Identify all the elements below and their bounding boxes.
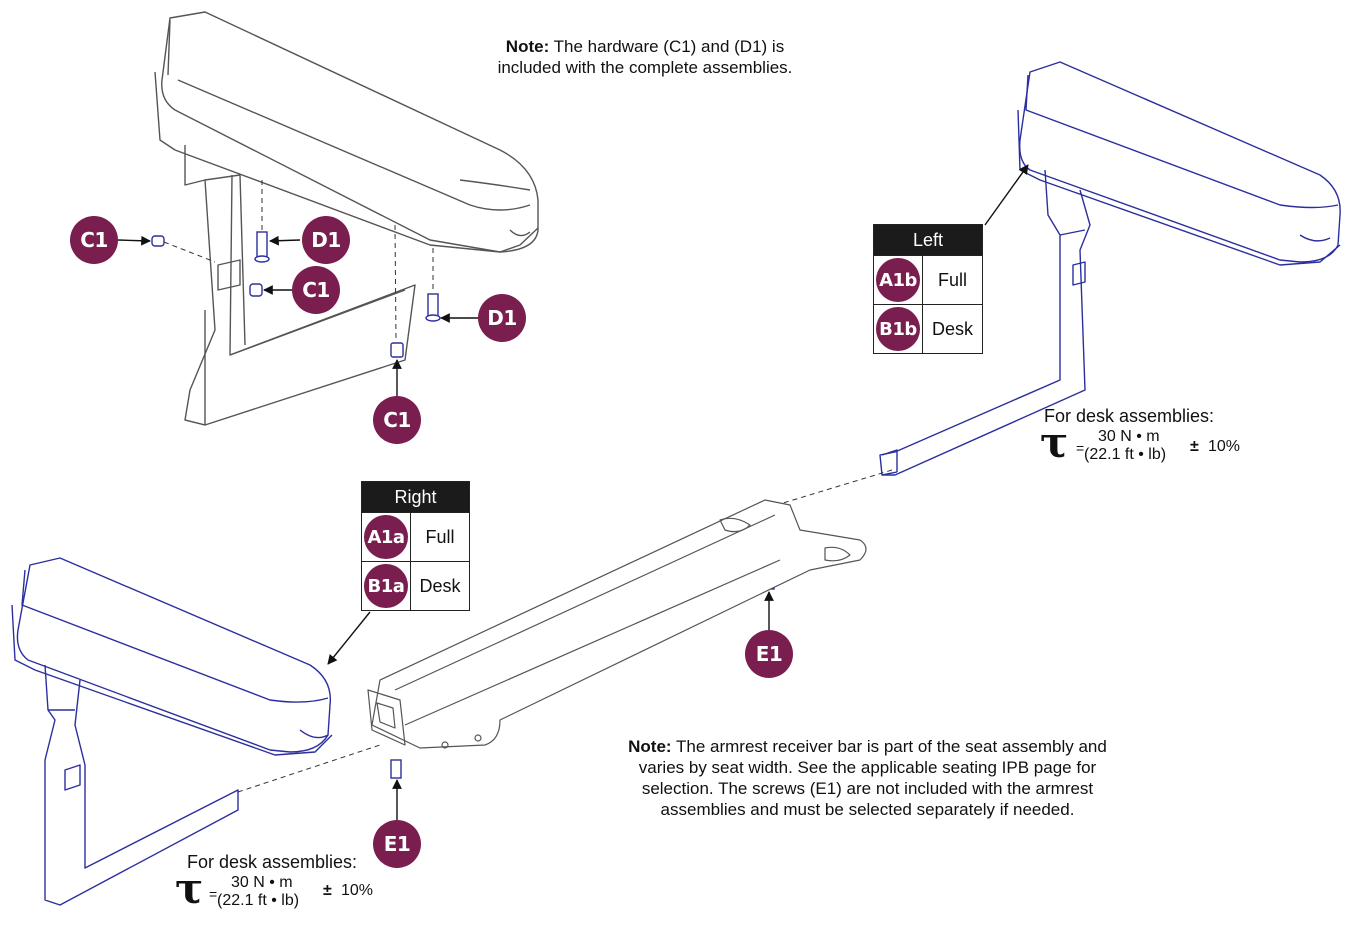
top-note-line-2: included with the complete assemblies. — [497, 58, 793, 77]
part-code-a1b: A1b — [876, 258, 920, 302]
torque-equals: = — [209, 886, 218, 902]
torque-spec-left: For desk assemblies: τ = 30 N • m (22.1 … — [175, 852, 395, 916]
torque-tolerance: 10% — [341, 882, 374, 899]
bottom-note-line-4: assemblies and must be selected separate… — [660, 800, 1075, 819]
torque-equals: = — [1076, 440, 1085, 456]
table-row: A1a Full — [361, 512, 470, 562]
bottom-note-line-2: varies by seat width. See the applicable… — [638, 758, 1097, 777]
torque-tolerance: 10% — [1208, 438, 1241, 455]
right-armrest-table: Right A1a Full B1a Desk — [361, 481, 470, 611]
plus-minus-icon: ± — [1190, 438, 1199, 455]
table-row: B1b Desk — [873, 304, 983, 354]
armrest-receiver-bar — [367, 499, 867, 749]
torque-numerator: 30 N • m — [1098, 428, 1160, 445]
row-label-full: Full — [922, 255, 983, 305]
bottom-note: Note: The armrest receiver bar is part o… — [585, 736, 1150, 820]
bottom-note-line-1: The armrest receiver bar is part of the … — [671, 737, 1107, 756]
table-row: B1a Desk — [361, 561, 470, 611]
torque-icon: τ — [1040, 418, 1069, 467]
torque-heading: For desk assemblies: — [187, 852, 358, 872]
callout-c1-mid: C1 — [292, 266, 340, 314]
left-armrest-table: Left A1b Full B1b Desk — [873, 224, 983, 354]
torque-heading: For desk assemblies: — [1044, 406, 1215, 426]
armrest-left-blue — [879, 61, 1341, 476]
part-code-a1a: A1a — [364, 515, 408, 559]
callout-d1-top: D1 — [302, 216, 350, 264]
part-code-b1a: B1a — [364, 564, 408, 608]
torque-numerator: 30 N • m — [231, 874, 293, 891]
bottom-note-label: Note: — [628, 737, 672, 756]
dashed-guides — [163, 180, 893, 793]
callout-d1-right: D1 — [478, 294, 526, 342]
bottom-note-line-3: selection. The screws (E1) are not inclu… — [641, 779, 1094, 798]
armrest-assembly-gray — [154, 11, 539, 426]
part-code-b1b: B1b — [876, 307, 920, 351]
callout-e1-left: E1 — [373, 820, 421, 868]
top-note-line-1: The hardware (C1) and (D1) is — [549, 37, 785, 56]
callout-c1-bottom: C1 — [373, 396, 421, 444]
callout-e1-right: E1 — [745, 630, 793, 678]
row-label-desk: Desk — [922, 304, 983, 354]
top-note-label: Note: — [505, 37, 550, 56]
left-table-header: Left — [873, 224, 983, 256]
torque-icon: τ — [175, 864, 204, 913]
row-label-full: Full — [410, 512, 470, 562]
torque-spec-right: For desk assemblies: τ = 30 N • m (22.1 … — [1040, 406, 1260, 466]
plus-minus-icon: ± — [323, 882, 332, 899]
callout-c1-left: C1 — [70, 216, 118, 264]
top-note: Note: The hardware (C1) and (D1) is incl… — [455, 36, 835, 78]
table-row: A1b Full — [873, 255, 983, 305]
leader-lines — [117, 164, 1029, 822]
torque-denominator: (22.1 ft • lb) — [1084, 446, 1167, 463]
right-table-header: Right — [361, 481, 470, 513]
armrest-right-blue — [11, 557, 333, 906]
row-label-desk: Desk — [410, 561, 470, 611]
torque-denominator: (22.1 ft • lb) — [217, 892, 300, 909]
